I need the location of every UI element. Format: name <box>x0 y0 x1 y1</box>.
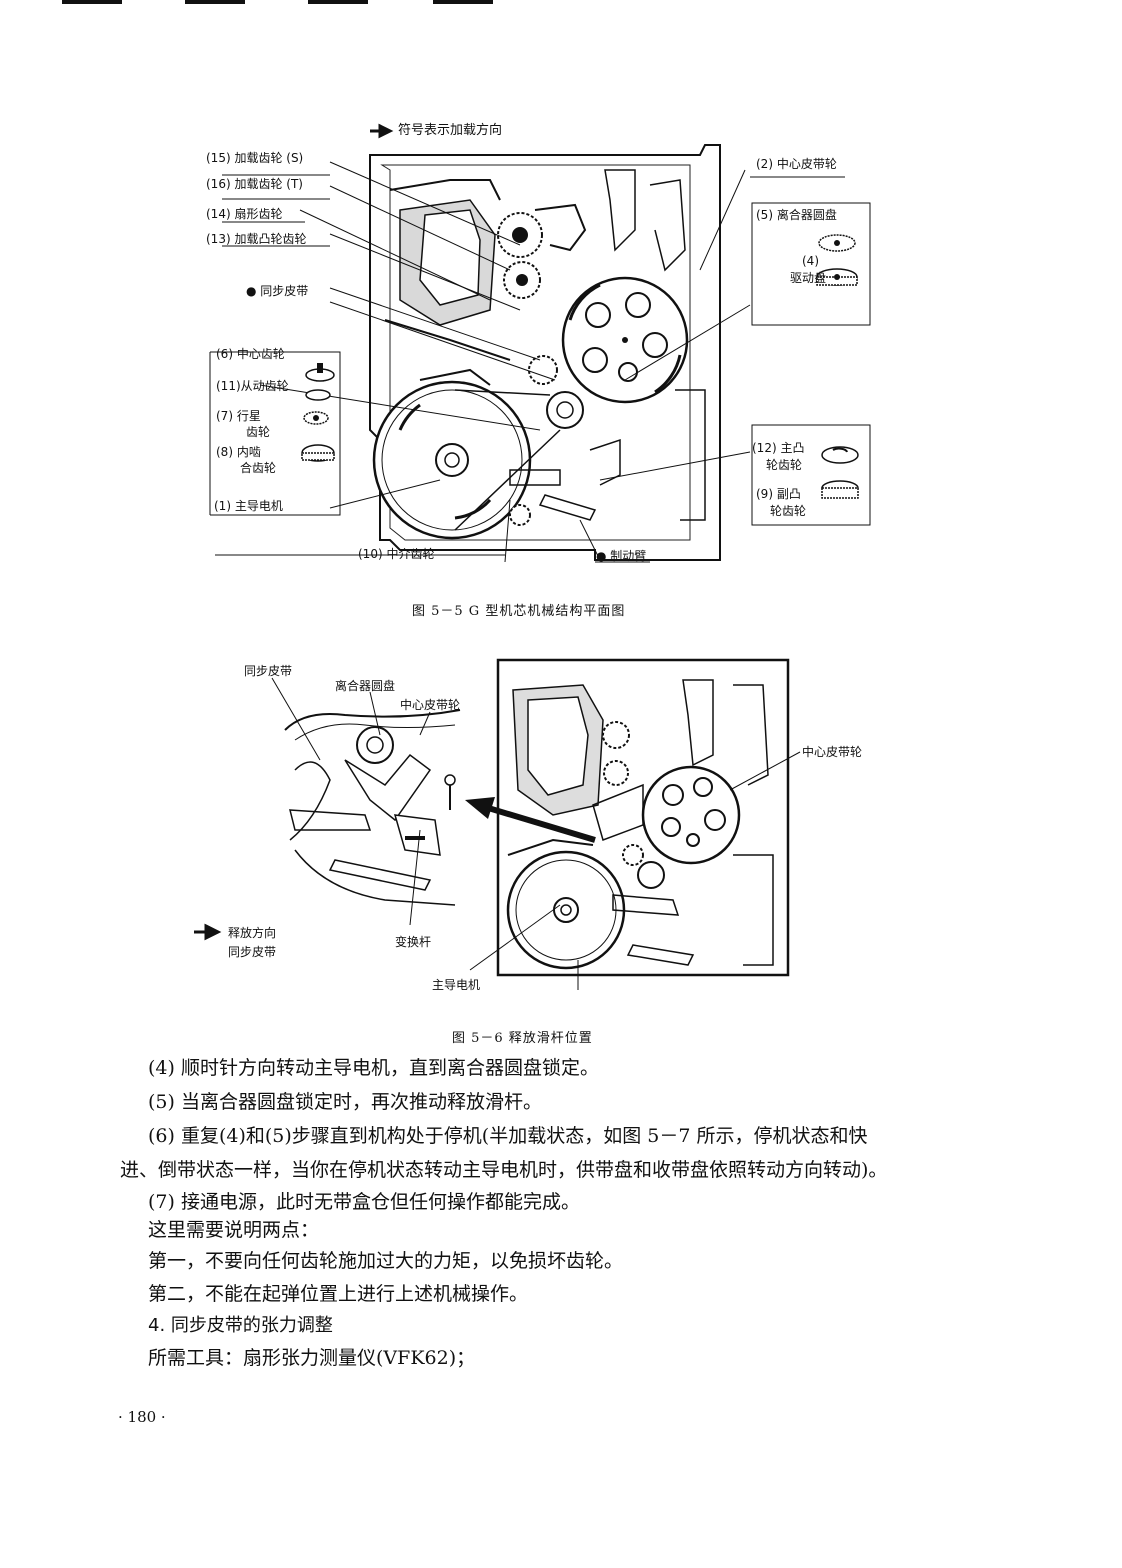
label-center-pulley-2: 中心皮带轮 <box>400 698 461 712</box>
label-loading-gear-t: (16) 加载齿轮 (T) <box>206 177 303 191</box>
sub-cam-gear-icon <box>821 480 859 499</box>
main-cam-gear-icon <box>821 446 859 464</box>
mechanism-drawing-2 <box>496 658 790 977</box>
drive-disk-icon <box>816 268 858 286</box>
label-sector-gear: (14) 扇形齿轮 <box>206 207 283 221</box>
top-rule-1 <box>62 0 122 4</box>
internal-gear-icon <box>301 444 335 462</box>
label-idler-gear: (10) 中介齿轮 <box>358 547 435 561</box>
label-planet-gear-1: (7) 行星 <box>216 409 261 423</box>
label-internal-gear-2: 合齿轮 <box>240 461 277 475</box>
section-heading-4: 4. 同步皮带的张力调整 <box>148 1315 333 1336</box>
label-capstan-motor: (1) 主导电机 <box>214 499 283 513</box>
label-center-pulley-3: 中心皮带轮 <box>802 745 863 759</box>
paragraph-step-4: (4) 顺时针方向转动主导电机，直到离合器圆盘锁定。 <box>148 1057 599 1079</box>
leader-lines-2 <box>271 677 801 990</box>
closeup-drawing <box>284 709 461 906</box>
top-rule-4 <box>433 0 493 4</box>
top-rule-2 <box>185 0 245 4</box>
label-release-direction: 释放方向 <box>228 926 277 940</box>
paragraph-step-7: (7) 接通电源，此时无带盒仓但任何操作都能完成。 <box>148 1191 580 1213</box>
page-number: · 180 · <box>118 1408 166 1426</box>
paragraph-step-6-line2: 进、倒带状态一样，当你在停机状态转动主导电机时，供带盘和收带盘依照转动方向转动)… <box>120 1159 888 1181</box>
label-drive-disk-num: (4) <box>802 254 819 268</box>
center-gear-icon <box>305 363 335 382</box>
label-loading-cam-gear: (13) 加载凸轮齿轮 <box>206 232 307 246</box>
label-drive-disk: 驱动盘 <box>790 271 827 285</box>
label-brake-arm: ● 制动臂 <box>596 549 647 563</box>
label-center-pulley: (2) 中心皮带轮 <box>756 157 837 171</box>
paragraph-note-1: 第一，不要向任何齿轮施加过大的力矩，以免损坏齿轮。 <box>148 1250 624 1272</box>
caption-fig-5-5: 图 5－5 G 型机芯机械结构平面图 <box>412 604 626 619</box>
paragraph-note-intro: 这里需要说明两点： <box>148 1219 320 1241</box>
label-sync-belt-3: 同步皮带 <box>228 945 277 959</box>
label-sub-cam-gear-2: 轮齿轮 <box>770 504 807 518</box>
planet-gear-icon <box>303 411 329 425</box>
driven-gear-icon <box>305 389 331 401</box>
leader-lines <box>209 161 871 563</box>
label-loading-gear-s: (15) 加载齿轮 (S) <box>206 151 304 165</box>
label-planet-gear-2: 齿轮 <box>246 425 271 439</box>
label-internal-gear-1: (8) 内啮 <box>216 445 261 459</box>
label-driven-gear: (11)从动齿轮 <box>216 379 289 393</box>
label-capstan-motor-2: 主导电机 <box>432 978 481 992</box>
paragraph-step-5: (5) 当离合器圆盘锁定时，再次推动释放滑杆。 <box>148 1091 542 1113</box>
caption-fig-5-6: 图 5－6 释放滑杆位置 <box>452 1031 593 1046</box>
label-main-cam-gear-1: (12) 主凸 <box>752 441 805 455</box>
release-direction-arrow-icon <box>194 923 222 941</box>
label-shift-lever: 变换杆 <box>395 935 432 949</box>
top-rule-3 <box>308 0 368 4</box>
label-sync-belt-2: 同步皮带 <box>244 664 293 678</box>
clutch-disk-icon <box>818 234 856 252</box>
label-clutch-disk: (5) 离合器圆盘 <box>756 208 837 222</box>
release-arrow-icon <box>465 797 596 843</box>
label-sync-belt: ● 同步皮带 <box>246 284 309 298</box>
label-clutch-disk-2: 离合器圆盘 <box>335 679 396 693</box>
legend-label: 符号表示加载方向 <box>398 123 503 138</box>
paragraph-note-2: 第二，不能在起弹位置上进行上述机械操作。 <box>148 1283 529 1305</box>
legend-arrow-icon <box>370 123 394 139</box>
label-center-gear: (6) 中心齿轮 <box>216 347 285 361</box>
label-sub-cam-gear-1: (9) 副凸 <box>756 487 801 501</box>
mechanism-drawing <box>369 144 721 561</box>
paragraph-step-6-line1: (6) 重复(4)和(5)步骤直到机构处于停机(半加载状态，如图 5－7 所示，… <box>148 1125 868 1147</box>
label-main-cam-gear-2: 轮齿轮 <box>766 458 803 472</box>
paragraph-tools: 所需工具：扇形张力测量仪(VFK62)； <box>148 1347 476 1369</box>
